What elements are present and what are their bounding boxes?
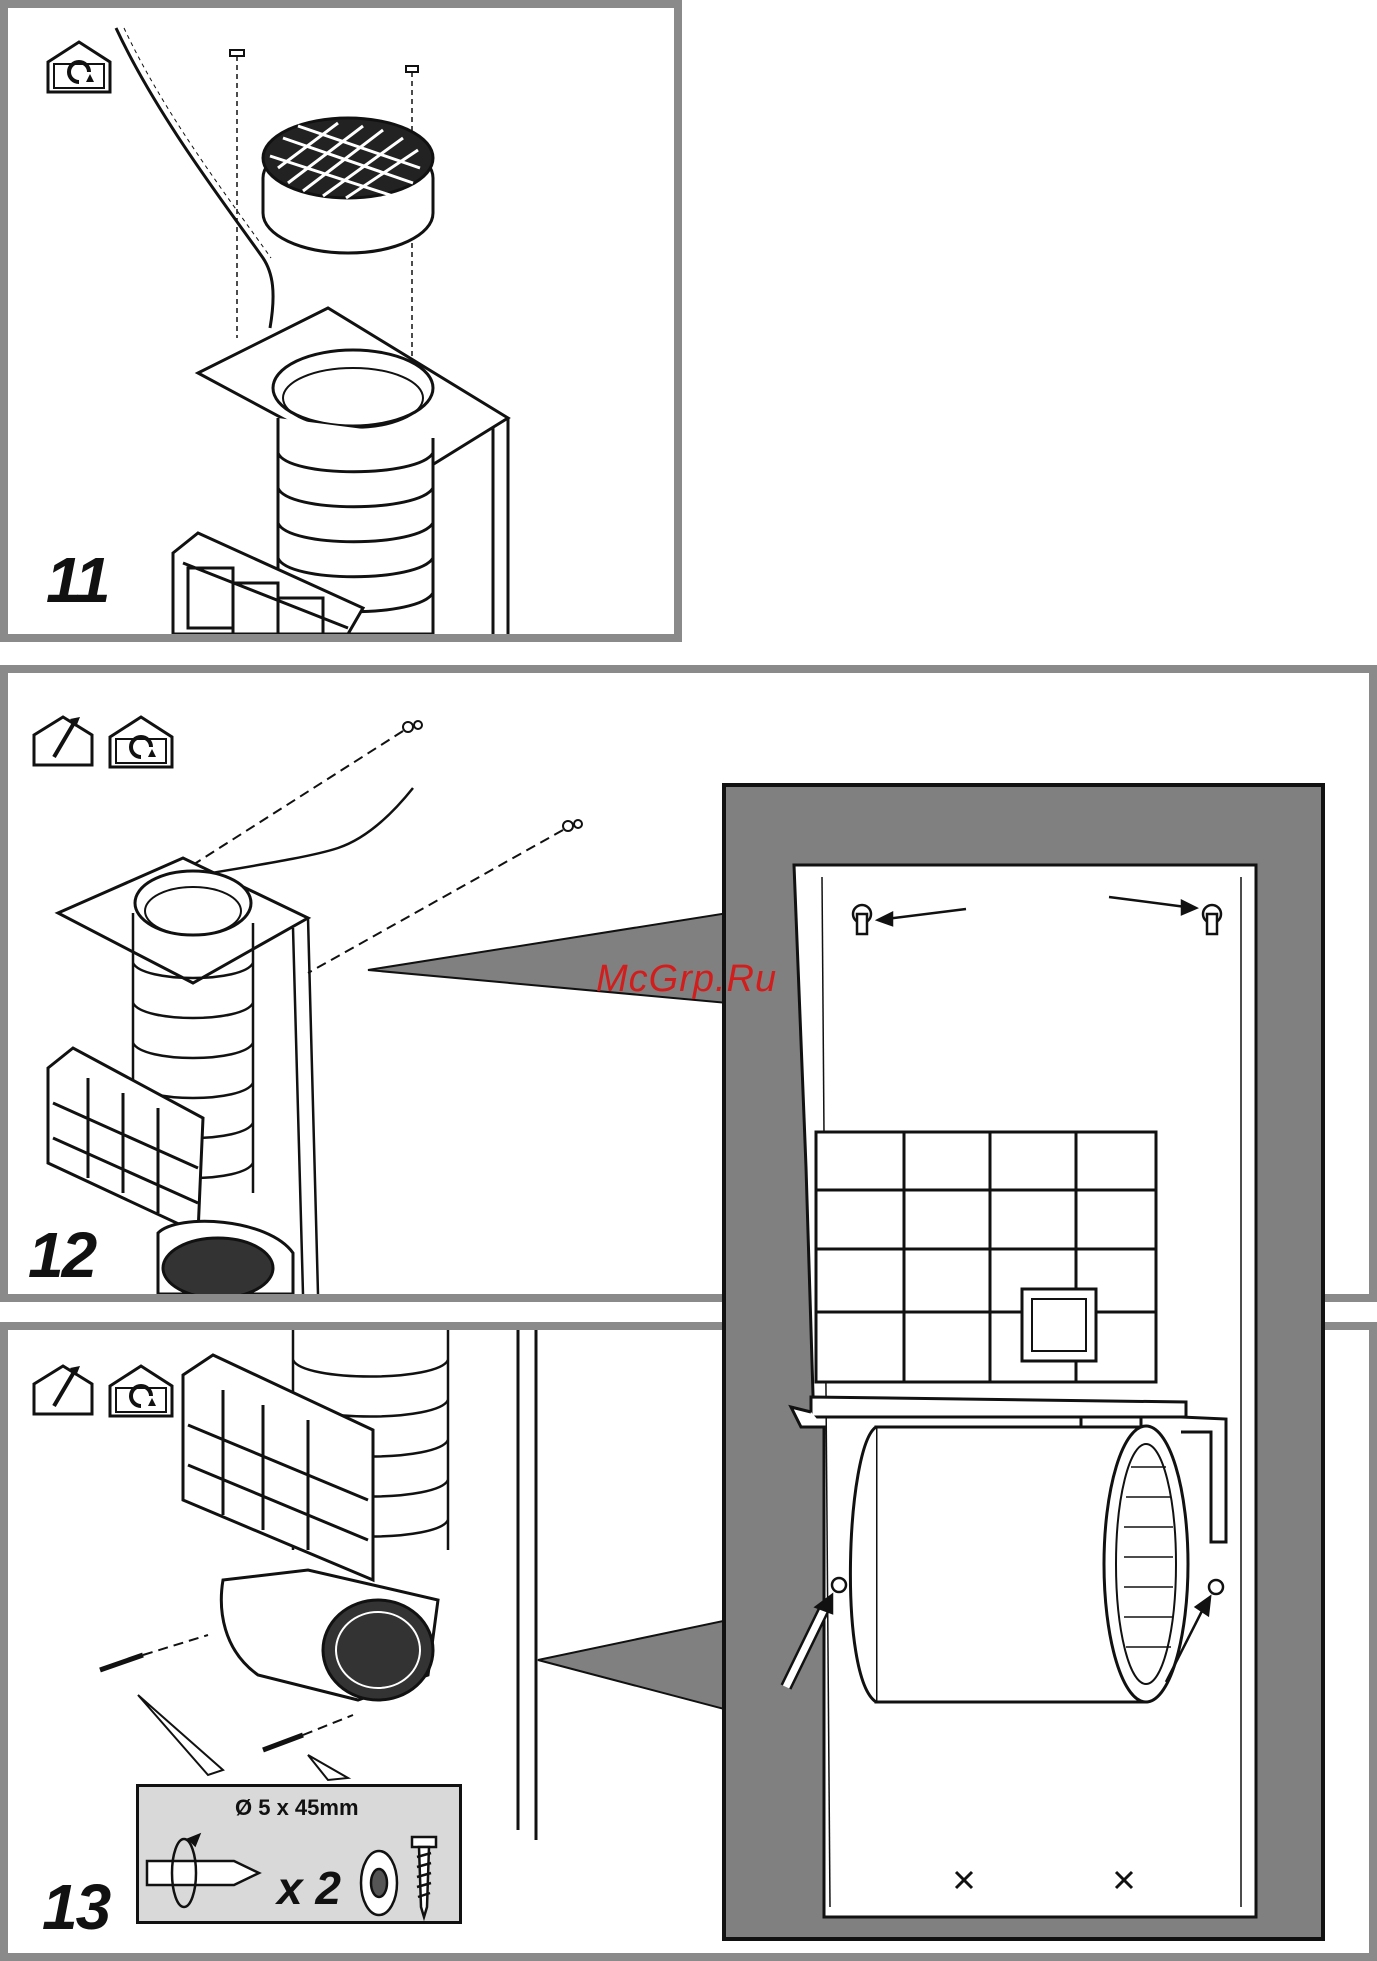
screw-left [100,1635,208,1670]
washer-icon [361,1851,397,1915]
step-number: 13 [42,1870,109,1944]
house-recirculation-icon [44,38,114,101]
power-cable [116,28,273,328]
step-11-illustration [8,8,674,634]
hood-back-panel [794,865,1256,1917]
screw-size-label: Ø 5 x 45mm [235,1795,359,1821]
filter-grid [816,1132,1156,1382]
screw-spec-callout: Ø 5 x 45mm x 2 [136,1784,462,1924]
watermark: McGrp.Ru [596,958,777,1001]
motor-fan [158,1221,293,1294]
screw-hole-right [1209,1580,1223,1594]
step-number: 11 [46,543,108,617]
house-extraction-icon [30,713,96,774]
power-cable [183,788,413,878]
screw-right [263,1715,353,1750]
screw-upper [188,721,422,868]
grille-collar [263,118,433,253]
screw-hole-left [832,1578,846,1592]
grease-filter [183,1355,373,1580]
house-recirculation-icon [106,713,176,776]
screw-left [230,50,244,338]
detail-inset [722,783,1325,1941]
detail-pointer [538,1620,728,1710]
house-recirculation-icon [106,1362,176,1425]
step-11-panel: 11 [0,0,682,642]
screwdriver-icon [147,1835,259,1907]
motor-fan [850,1426,1188,1702]
step-number: 12 [28,1218,95,1292]
house-extraction-icon [30,1362,96,1423]
grease-filter [48,1048,203,1233]
screw-quantity-label: x 2 [277,1861,341,1915]
screw-icon [412,1837,436,1917]
motor-fan [221,1570,438,1700]
